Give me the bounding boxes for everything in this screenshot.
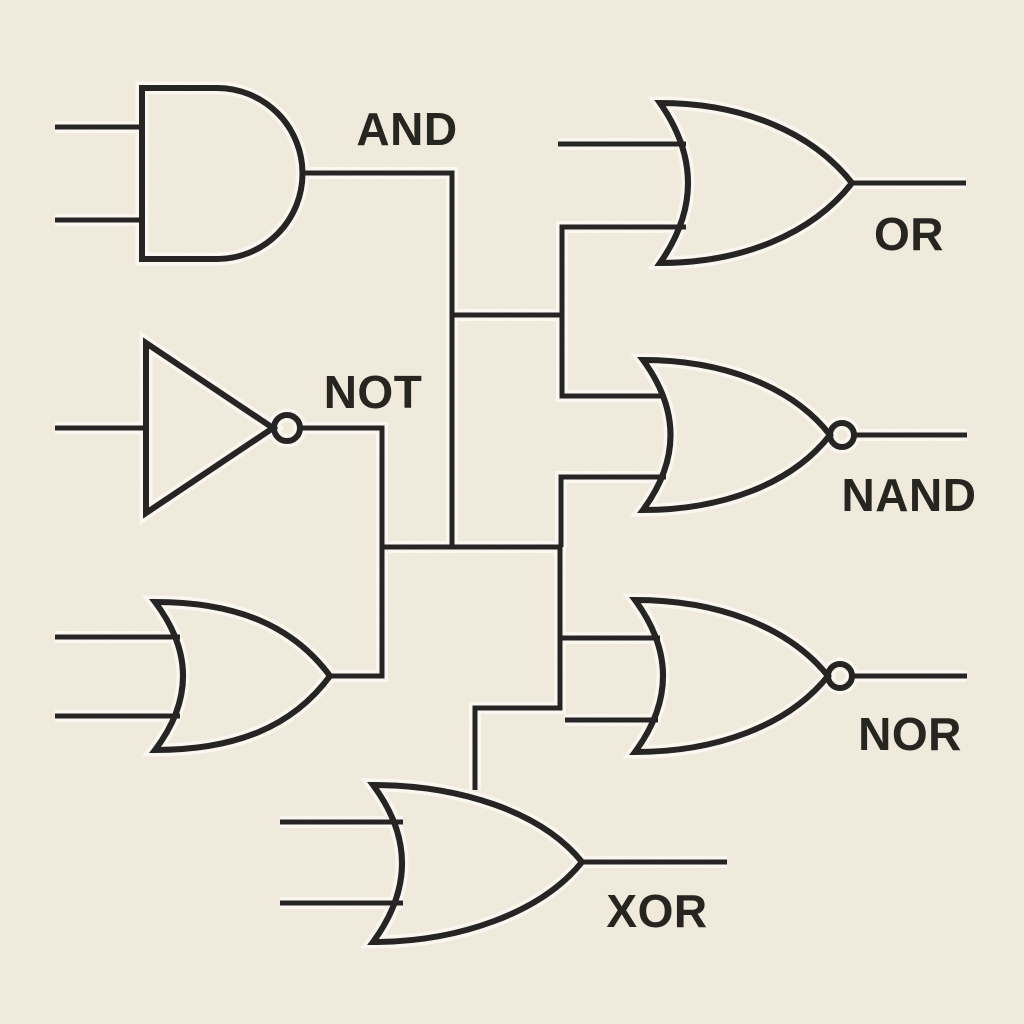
or-gate-shape: [654, 99, 856, 267]
or-gate-label: OR: [874, 207, 944, 260]
nand-gate-label: NAND: [841, 468, 977, 521]
line-ink-layer: [55, 85, 967, 946]
xor-gate-label: XOR: [606, 884, 708, 937]
wire-not-output-net: [300, 425, 385, 679]
wire-down-net: [472, 547, 563, 790]
not-gate-shape-casing: [139, 330, 285, 526]
or2-gate-shape: [148, 598, 334, 754]
not-gate-shape: [143, 337, 279, 519]
nand-gate-shape: [637, 356, 834, 514]
wire-down-net-casing: [469, 547, 566, 790]
wire-not-output-net-casing: [300, 422, 388, 682]
nor-gate-label: NOR: [858, 707, 962, 760]
and-gate-label: AND: [356, 102, 458, 155]
and-gate-shape: [139, 85, 306, 262]
xor-gate-shape: [367, 781, 586, 946]
nor-gate-shape: [629, 596, 832, 756]
not-gate-label: NOT: [323, 365, 423, 418]
